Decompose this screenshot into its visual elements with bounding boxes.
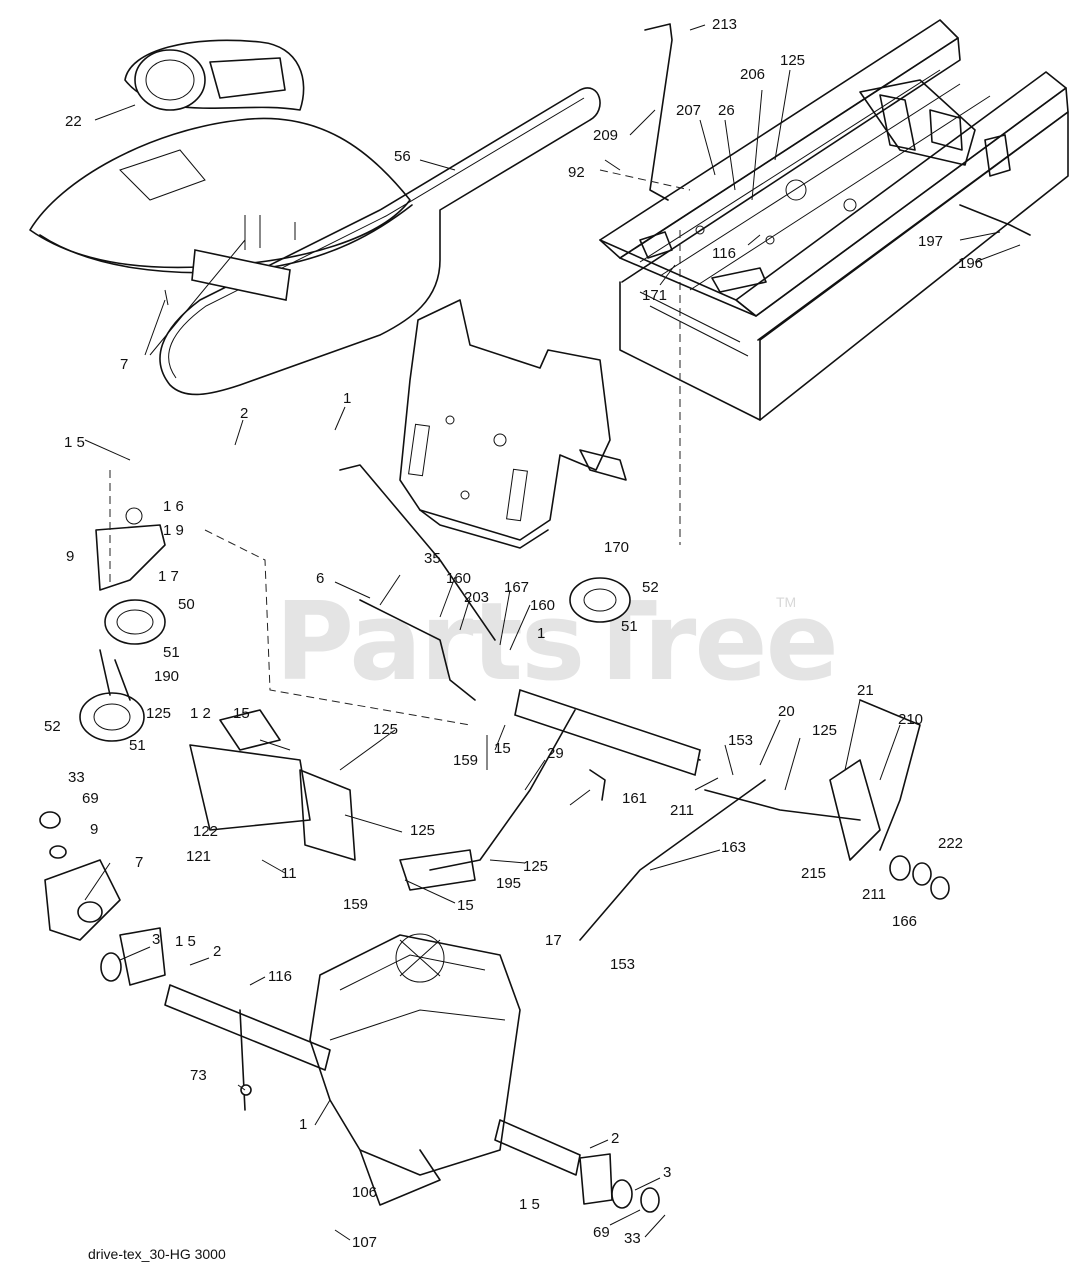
callout-190: 190 xyxy=(154,668,180,685)
callout-7: 7 xyxy=(120,356,129,373)
callout-2: 2 xyxy=(240,405,249,422)
transaxle xyxy=(164,933,581,1206)
callout-50: 50 xyxy=(178,596,195,613)
callout-159: 159 xyxy=(343,896,369,913)
callout-196: 196 xyxy=(958,255,984,272)
callout-51: 51 xyxy=(129,737,146,754)
callout-106: 106 xyxy=(352,1184,378,1201)
callout-3: 3 xyxy=(663,1164,672,1181)
callout-20: 20 xyxy=(778,703,795,720)
callout-33: 33 xyxy=(68,769,85,786)
trademark-mark: TM xyxy=(776,594,797,610)
callout-1: 1 xyxy=(343,390,352,407)
callout-197: 197 xyxy=(918,233,944,250)
callout-163: 163 xyxy=(721,839,747,856)
callout-160: 160 xyxy=(530,597,556,614)
callout-15: 1 5 xyxy=(519,1196,540,1213)
callout-125: 125 xyxy=(812,722,838,739)
callout-2: 2 xyxy=(213,943,222,960)
callout-215: 215 xyxy=(801,865,827,882)
callout-107: 107 xyxy=(352,1234,378,1251)
callout-206: 206 xyxy=(740,66,766,83)
callout-69: 69 xyxy=(82,790,99,807)
callout-12: 1 2 xyxy=(190,705,211,722)
callout-211: 211 xyxy=(862,886,886,903)
callout-16: 1 6 xyxy=(163,498,184,515)
callout-3: 3 xyxy=(152,931,161,948)
callout-11: 11 xyxy=(281,865,297,882)
callout-1: 1 xyxy=(299,1116,308,1133)
callout-15: 1 5 xyxy=(64,434,85,451)
callout-26: 26 xyxy=(718,102,735,119)
callout-69: 69 xyxy=(593,1224,610,1241)
callout-116: 116 xyxy=(268,968,292,985)
tractor-frame xyxy=(599,19,1069,421)
callout-209: 209 xyxy=(593,127,619,144)
callout-6: 6 xyxy=(316,570,325,587)
callout-52: 52 xyxy=(44,718,61,735)
callout-9: 9 xyxy=(66,548,75,565)
callout-222: 222 xyxy=(938,835,964,852)
callout-51: 51 xyxy=(621,618,638,635)
callout-1: 1 xyxy=(537,625,546,642)
callout-159: 159 xyxy=(453,752,479,769)
callout-161: 161 xyxy=(622,790,648,807)
callout-213: 213 xyxy=(712,16,738,33)
callout-116: 116 xyxy=(712,245,736,262)
callout-203: 203 xyxy=(464,589,490,606)
callout-17: 17 xyxy=(545,932,562,949)
front-mounting-plate xyxy=(399,299,627,549)
callout-211: 211 xyxy=(670,802,694,819)
callout-21: 21 xyxy=(857,682,874,699)
callout-153: 153 xyxy=(610,956,636,973)
assembly-guides xyxy=(109,169,691,726)
brackets-hardware xyxy=(39,709,950,1213)
callout-15: 15 xyxy=(494,740,511,757)
callout-7: 7 xyxy=(135,854,144,871)
pulleys xyxy=(79,507,631,742)
callout-122: 122 xyxy=(193,823,219,840)
callout-9: 9 xyxy=(90,821,99,838)
callout-29: 29 xyxy=(547,745,564,762)
callout-125: 125 xyxy=(410,822,436,839)
callout-73: 73 xyxy=(190,1067,207,1084)
callout-167: 167 xyxy=(504,579,530,596)
callout-170: 170 xyxy=(604,539,630,556)
callout-22: 22 xyxy=(65,113,82,130)
callout-51: 51 xyxy=(163,644,180,661)
callout-92: 92 xyxy=(568,164,585,181)
callout-171: 171 xyxy=(642,287,668,304)
callout-125: 125 xyxy=(523,858,549,875)
callout-2: 2 xyxy=(611,1130,620,1147)
diagram-code: drive-tex_30-HG 3000 xyxy=(88,1246,226,1262)
callout-15: 15 xyxy=(233,705,250,722)
callout-160: 160 xyxy=(446,570,472,587)
callout-195: 195 xyxy=(496,875,522,892)
callout-17: 1 7 xyxy=(158,568,179,585)
callout-35: 35 xyxy=(424,550,441,567)
leader-lines xyxy=(84,24,1021,1241)
callout-19: 1 9 xyxy=(163,522,184,539)
callout-15: 1 5 xyxy=(175,933,196,950)
callout-121: 121 xyxy=(186,848,212,865)
parts-tree-watermark: PartsTree xyxy=(275,580,839,705)
callout-125: 125 xyxy=(373,721,399,738)
drive-belt xyxy=(159,87,601,396)
shift-rods xyxy=(191,23,1031,941)
callout-56: 56 xyxy=(394,148,411,165)
callout-15: 15 xyxy=(457,897,474,914)
callout-153: 153 xyxy=(728,732,754,749)
callout-210: 210 xyxy=(898,711,924,728)
callout-52: 52 xyxy=(642,579,659,596)
callout-125: 125 xyxy=(780,52,806,69)
callout-125: 125 xyxy=(146,705,172,722)
callout-33: 33 xyxy=(624,1230,641,1247)
callout-166: 166 xyxy=(892,913,918,930)
callout-207: 207 xyxy=(676,102,702,119)
